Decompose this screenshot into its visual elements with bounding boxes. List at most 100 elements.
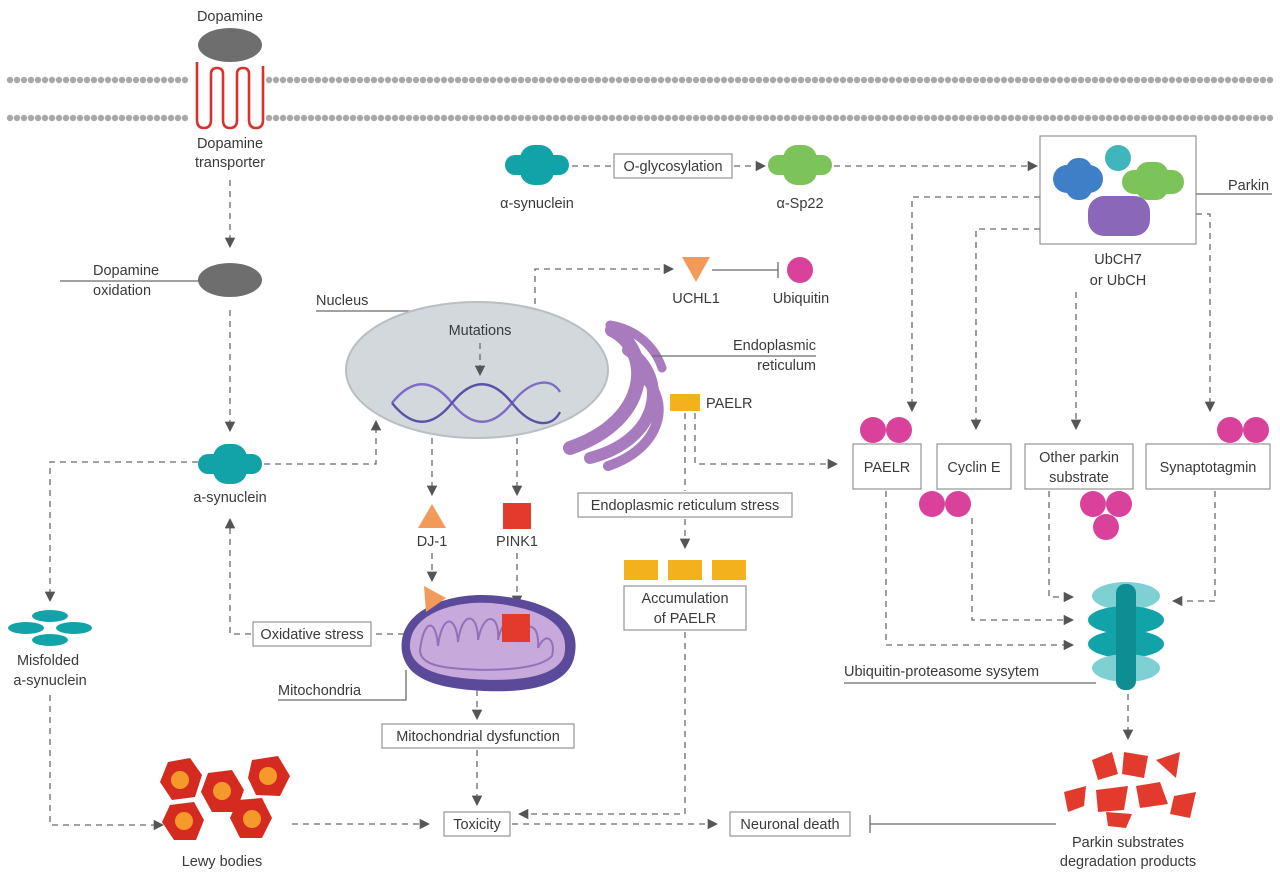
membrane-lipid-head [1112,114,1120,122]
membrane-lipid-head [1161,114,1169,122]
cyclin-e-ubiquitin-2 [945,491,971,517]
membrane-lipid-head [62,76,70,84]
arrow-oxidative-to-asyn [224,517,251,635]
membrane-lipid-head [174,114,182,122]
membrane-lipid-head [944,114,952,122]
membrane-lipid-head [741,76,749,84]
oxidative-stress-box [252,621,372,647]
membrane-lipid-head [909,114,917,122]
membrane-lipid-head [867,114,875,122]
membrane-lipid-head [930,76,938,84]
synaptotagmin-ubiquitin-1 [1217,417,1243,443]
membrane-lipid-head [118,76,126,84]
membrane-lipid-head [636,76,644,84]
membrane-lipid-head [1070,76,1078,84]
membrane-lipid-head [1042,114,1050,122]
membrane-lipid-head [916,76,924,84]
membrane-lipid-head [818,114,826,122]
membrane-lipid-head [825,76,833,84]
membrane-lipid-head [482,114,490,122]
lewy-bodies [160,756,290,840]
membrane-lipid-head [972,114,980,122]
dopamine-oxidation-label-1: Dopamine [93,263,159,279]
membrane-lipid-head [293,114,301,122]
membrane-lipid-head [517,114,525,122]
membrane-lipid-head [125,76,133,84]
membrane-lipid-head [132,114,140,122]
membrane-lipid-head [573,114,581,122]
dopamine-molecule [198,28,262,62]
ubiquitin-label: Ubiquitin [773,291,829,307]
membrane-lipid-head [895,76,903,84]
membrane-lipid-head [293,76,301,84]
membrane-lipid-head [909,76,917,84]
membrane-lipid-head [503,76,511,84]
membrane-lipid-head [699,114,707,122]
membrane-lipid-head [41,114,49,122]
other-parkin-label-1: Other parkin [1039,450,1119,466]
membrane-lipid-head [776,76,784,84]
membrane-lipid-head [937,76,945,84]
membrane-lipid-head [321,76,329,84]
membrane-lipid-head [503,114,511,122]
membrane-lipid-head [1210,76,1218,84]
membrane-lipid-head [594,76,602,84]
membrane-lipid-head [1098,76,1106,84]
membrane-lipid-head [685,76,693,84]
membrane-lipid-head [272,76,280,84]
membrane-lipid-head [832,114,840,122]
membrane-lipid-head [1231,76,1239,84]
membrane-lipid-head [601,76,609,84]
membrane-lipid-head [804,114,812,122]
accumulation-box [623,585,747,631]
membrane-lipid-head [1042,76,1050,84]
membrane-lipid-head [1266,76,1274,84]
paelr-er-square [670,394,700,411]
membrane-lipid-head [1175,76,1183,84]
dj1-triangle [418,504,446,528]
membrane-lipid-head [902,114,910,122]
membrane-lipid-head [881,114,889,122]
membrane-lipid-head [1091,114,1099,122]
membrane-lipid-head [1070,114,1078,122]
membrane-lipid-head [419,114,427,122]
membrane-lipid-head [818,76,826,84]
membrane-lipid-head [356,76,364,84]
membrane-lipid-head [608,114,616,122]
membrane-lipid-head [342,76,350,84]
arrow-paelr-to-parkin-substrate [694,413,839,470]
membrane-lipid-head [748,76,756,84]
membrane-lipid-head [874,114,882,122]
membrane-lipid-head [1035,76,1043,84]
arrow-asyn-to-nucleus [264,419,382,465]
cyclin-e-box [936,443,1012,490]
membrane-lipid-head [307,76,315,84]
membrane-lipid-head [1063,76,1071,84]
membrane-lipid-head [1014,114,1022,122]
membrane-lipid-head [76,114,84,122]
membrane-lipid-head [377,76,385,84]
membrane-lipid-head [1028,114,1036,122]
membrane-lipid-head [685,114,693,122]
endoplasmic-reticulum [563,320,667,471]
membrane-lipid-head [167,76,175,84]
membrane-lipid-head [706,114,714,122]
membrane-lipid-head [783,114,791,122]
membrane-lipid-head [1077,114,1085,122]
o-glycosylation-box [613,153,733,179]
membrane-lipid-head [601,114,609,122]
membrane-lipid-head [965,76,973,84]
membrane-lipid-head [279,114,287,122]
membrane-lipid-head [181,114,189,122]
membrane-lipid-head [531,76,539,84]
membrane-lipid-head [986,76,994,84]
membrane-lipid-head [811,76,819,84]
membrane-lipid-head [839,114,847,122]
proteasome [1088,582,1164,690]
membrane-lipid-head [517,76,525,84]
membrane-lipid-head [573,76,581,84]
membrane-lipid-head [951,114,959,122]
membrane-lipid-head [447,76,455,84]
membrane-lipid-head [1259,76,1267,84]
membrane-lipid-head [265,114,273,122]
